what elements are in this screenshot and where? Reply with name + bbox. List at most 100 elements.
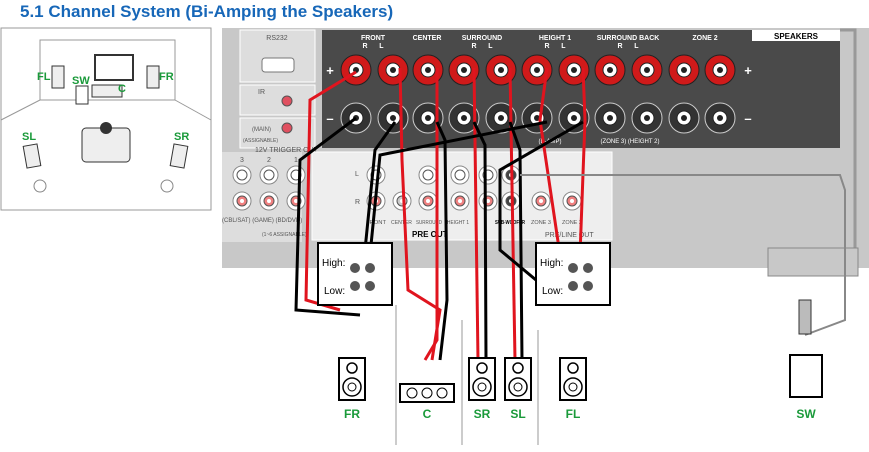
rca-jack[interactable] (232, 191, 252, 211)
rca-jack[interactable] (531, 191, 551, 211)
pre-label-front: FRONT (366, 220, 386, 226)
pre-label-zone3: ZONE 3 (531, 220, 551, 226)
svg-text:L: L (355, 171, 359, 178)
rca-jack[interactable] (418, 165, 438, 185)
high-label: High: (540, 258, 563, 269)
speaker-label-fl: FL (566, 407, 581, 421)
rca-jack[interactable] (450, 191, 470, 211)
room-label-sw: SW (72, 75, 90, 87)
rca-jack[interactable] (478, 165, 498, 185)
plus-label: + (326, 63, 334, 78)
speaker-terminal-negative[interactable] (448, 102, 480, 134)
speaker-terminal-positive[interactable] (594, 54, 626, 86)
rca-plug-icon (798, 299, 812, 335)
rca-jack[interactable] (478, 191, 498, 211)
rca-jack[interactable] (259, 165, 279, 185)
assignable-label: (ASSIGNABLE) (243, 138, 278, 144)
speaker-terminal-negative[interactable] (668, 102, 700, 134)
svg-text:R L: R L (363, 43, 385, 50)
assign-note: (1~6 ASSIGNABLE) (262, 232, 307, 238)
ir-jack (281, 95, 293, 107)
rca-jack[interactable] (392, 191, 412, 211)
svg-text:2: 2 (267, 157, 271, 164)
trigger-label: 12V TRIGGER OUT (255, 147, 319, 154)
svg-text:1: 1 (294, 157, 298, 164)
svg-text:R L: R L (618, 43, 640, 50)
pre-label-subwoofer: SUB-WOOFER (495, 220, 525, 226)
speaker-terminal-positive[interactable] (485, 54, 517, 86)
speaker-terminal-negative[interactable] (485, 102, 517, 134)
zone-note: (ZONE 3) (HEIGHT 2) (601, 139, 660, 145)
speaker-icon (338, 357, 366, 401)
speaker-icon (22, 143, 42, 169)
rca-jack[interactable] (259, 191, 279, 211)
pre-line-out-label: PRE/LINE OUT (545, 232, 594, 239)
speaker-label-c: C (423, 407, 432, 421)
pre-label-zone2: ZONE 2 (562, 220, 582, 226)
speaker-terminal-positive[interactable] (704, 54, 736, 86)
speaker-icon (51, 65, 65, 89)
plus-label: + (744, 63, 752, 78)
speaker-terminal-positive[interactable] (377, 54, 409, 86)
svg-text:R L: R L (472, 43, 494, 50)
group-surround: SURROUND (462, 35, 502, 42)
speaker-terminal-positive[interactable] (558, 54, 590, 86)
group-front: FRONT (361, 35, 386, 42)
rs232-port (261, 57, 295, 73)
svg-text:R L: R L (545, 43, 567, 50)
room-label-fl: FL (37, 71, 51, 83)
speakers-title: SPEAKERS (774, 32, 819, 41)
pre-label-surround: SURROUND (416, 220, 442, 226)
group-zone2: ZONE 2 (692, 35, 717, 42)
speaker-icon (169, 143, 189, 169)
group-surround-back: SURROUND BACK (597, 35, 660, 42)
svg-text:R: R (355, 199, 360, 206)
trigger-jack (281, 122, 293, 134)
rca-jack[interactable] (232, 165, 252, 185)
speaker-terminal-negative[interactable] (594, 102, 626, 134)
speaker-icon (504, 357, 532, 401)
pre-label-center: CENTER (391, 220, 412, 226)
minus-label: – (326, 111, 333, 126)
rca-jack[interactable] (286, 191, 306, 211)
speaker-terminal-negative[interactable] (521, 102, 553, 134)
speaker-label-sr: SR (474, 407, 491, 421)
room-label-c: C (118, 83, 126, 95)
rca-jack[interactable] (418, 191, 438, 211)
ir-label: IR (258, 89, 265, 96)
subwoofer-icon (789, 299, 823, 398)
tv-icon (94, 54, 134, 81)
room-label-sr: SR (174, 131, 189, 143)
pre-label-height1: HEIGHT 1 (447, 220, 469, 226)
high-label: High: (322, 258, 345, 269)
pre-out-label: PRE OUT (412, 230, 448, 239)
group-center: CENTER (413, 35, 442, 42)
speaker-wires (294, 67, 846, 361)
center-speaker-icon (399, 383, 455, 403)
room-layout: FL SW C FR SL SR (0, 27, 212, 211)
svg-text:3: 3 (240, 157, 244, 164)
minus-label: – (744, 111, 751, 126)
speaker-terminal-positive[interactable] (631, 54, 663, 86)
speaker-terminal-positive[interactable] (448, 54, 480, 86)
rca-jack[interactable] (562, 191, 582, 211)
speaker-label-sl: SL (510, 407, 525, 421)
speaker-terminal-negative[interactable] (377, 102, 409, 134)
main-label: (MAIN) (252, 127, 271, 133)
low-label: Low: (542, 286, 563, 297)
speaker-terminal-negative[interactable] (631, 102, 663, 134)
page-title: 5.1 Channel System (Bi-Amping the Speake… (20, 2, 394, 21)
speaker-terminal-positive[interactable] (340, 54, 372, 86)
speaker-label-sw: SW (796, 407, 816, 421)
biamp-terminal-right: High: Low: (535, 242, 611, 306)
rca-jack[interactable] (286, 165, 306, 185)
listener-icon (100, 122, 112, 134)
speaker-terminal-negative[interactable] (704, 102, 736, 134)
rca-jack[interactable] (450, 165, 470, 185)
subwoofer-icon (75, 85, 89, 105)
speaker-icon (468, 357, 496, 401)
center-speaker-icon (91, 84, 123, 98)
speaker-terminal-positive[interactable] (668, 54, 700, 86)
speaker-terminal-negative[interactable] (558, 102, 590, 134)
